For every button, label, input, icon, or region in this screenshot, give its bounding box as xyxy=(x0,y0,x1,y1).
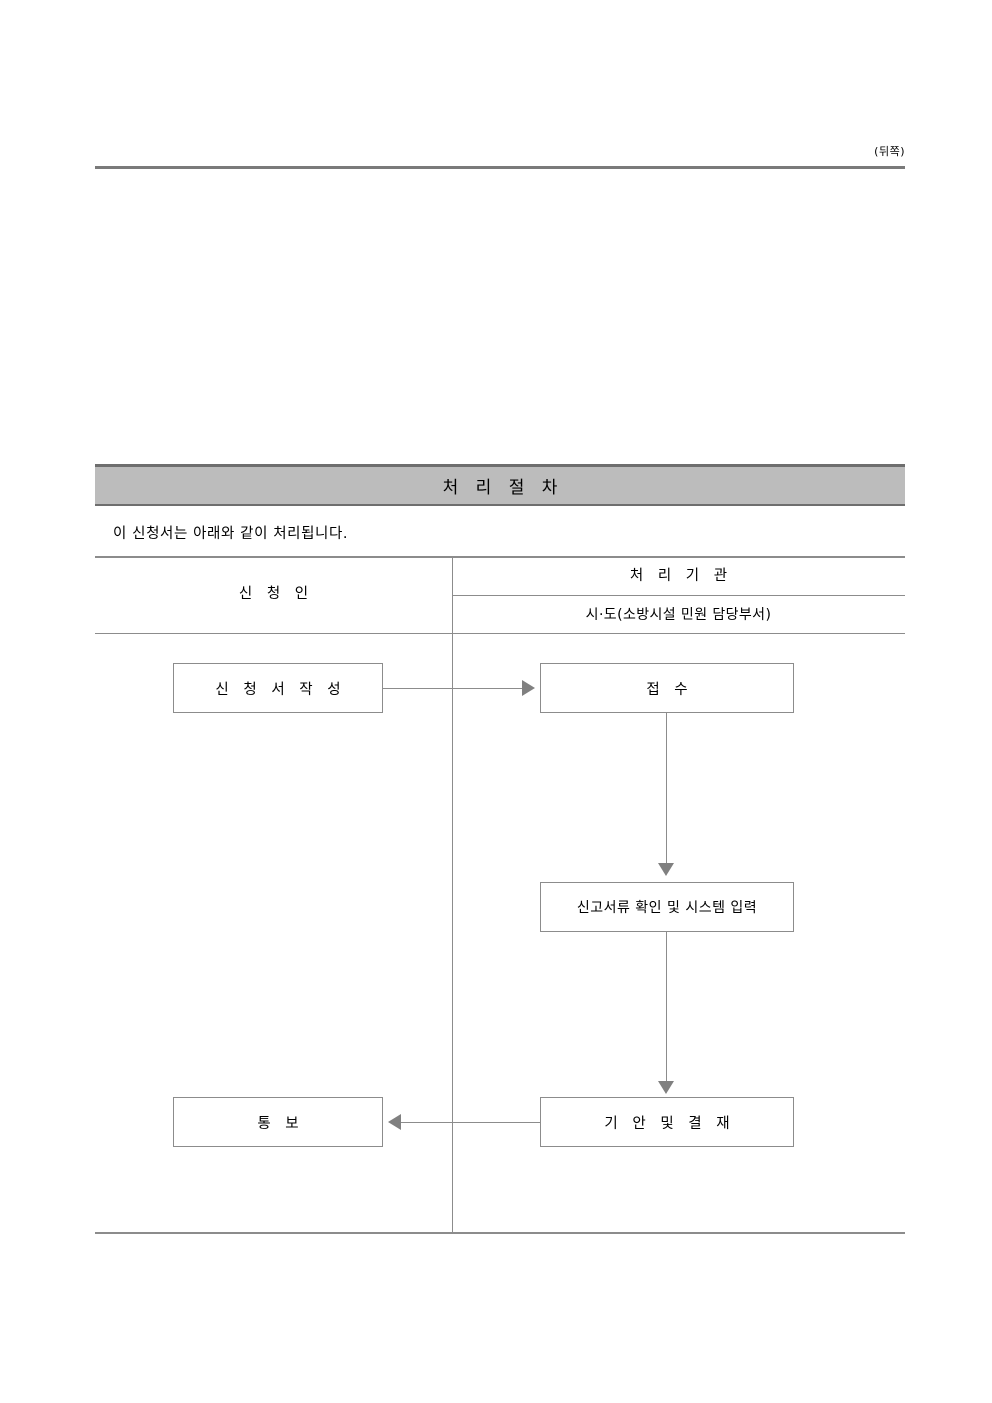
connector-apply-to-receive xyxy=(383,688,522,689)
section-title-band: 처 리 절 차 xyxy=(95,464,905,506)
connector-draft-to-notify xyxy=(401,1122,540,1123)
table-header-bottom-border xyxy=(95,633,905,634)
arrow-down-icon xyxy=(658,863,674,876)
flow-node-apply: 신 청 서 작 성 xyxy=(173,663,383,713)
arrow-down-icon xyxy=(658,1081,674,1094)
intro-text: 이 신청서는 아래와 같이 처리됩니다. xyxy=(113,526,349,542)
arrow-right-icon xyxy=(522,680,535,696)
connector-receive-to-verify xyxy=(666,713,667,865)
connector-verify-to-draft xyxy=(666,932,667,1083)
flow-node-draft: 기 안 및 결 재 xyxy=(540,1097,794,1147)
page-corner-label: (뒤쪽) xyxy=(874,145,905,158)
column-header-agency: 처 리 기 관 xyxy=(629,568,733,584)
table-column-divider xyxy=(452,556,453,1233)
page-top-rule xyxy=(95,166,905,169)
table-bottom-border xyxy=(95,1232,905,1234)
table-top-border xyxy=(95,556,905,558)
table-subheader-divider xyxy=(452,595,905,596)
column-header-applicant: 신 청 인 xyxy=(238,586,314,602)
arrow-left-icon xyxy=(388,1114,401,1130)
flow-node-receive: 접 수 xyxy=(540,663,794,713)
column-subheader-agency: 시·도(소방시설 민원 담당부서) xyxy=(585,607,772,623)
flow-node-verify: 신고서류 확인 및 시스템 입력 xyxy=(540,882,794,932)
page-title: 처 리 절 차 xyxy=(442,478,564,498)
flow-node-notify: 통 보 xyxy=(173,1097,383,1147)
